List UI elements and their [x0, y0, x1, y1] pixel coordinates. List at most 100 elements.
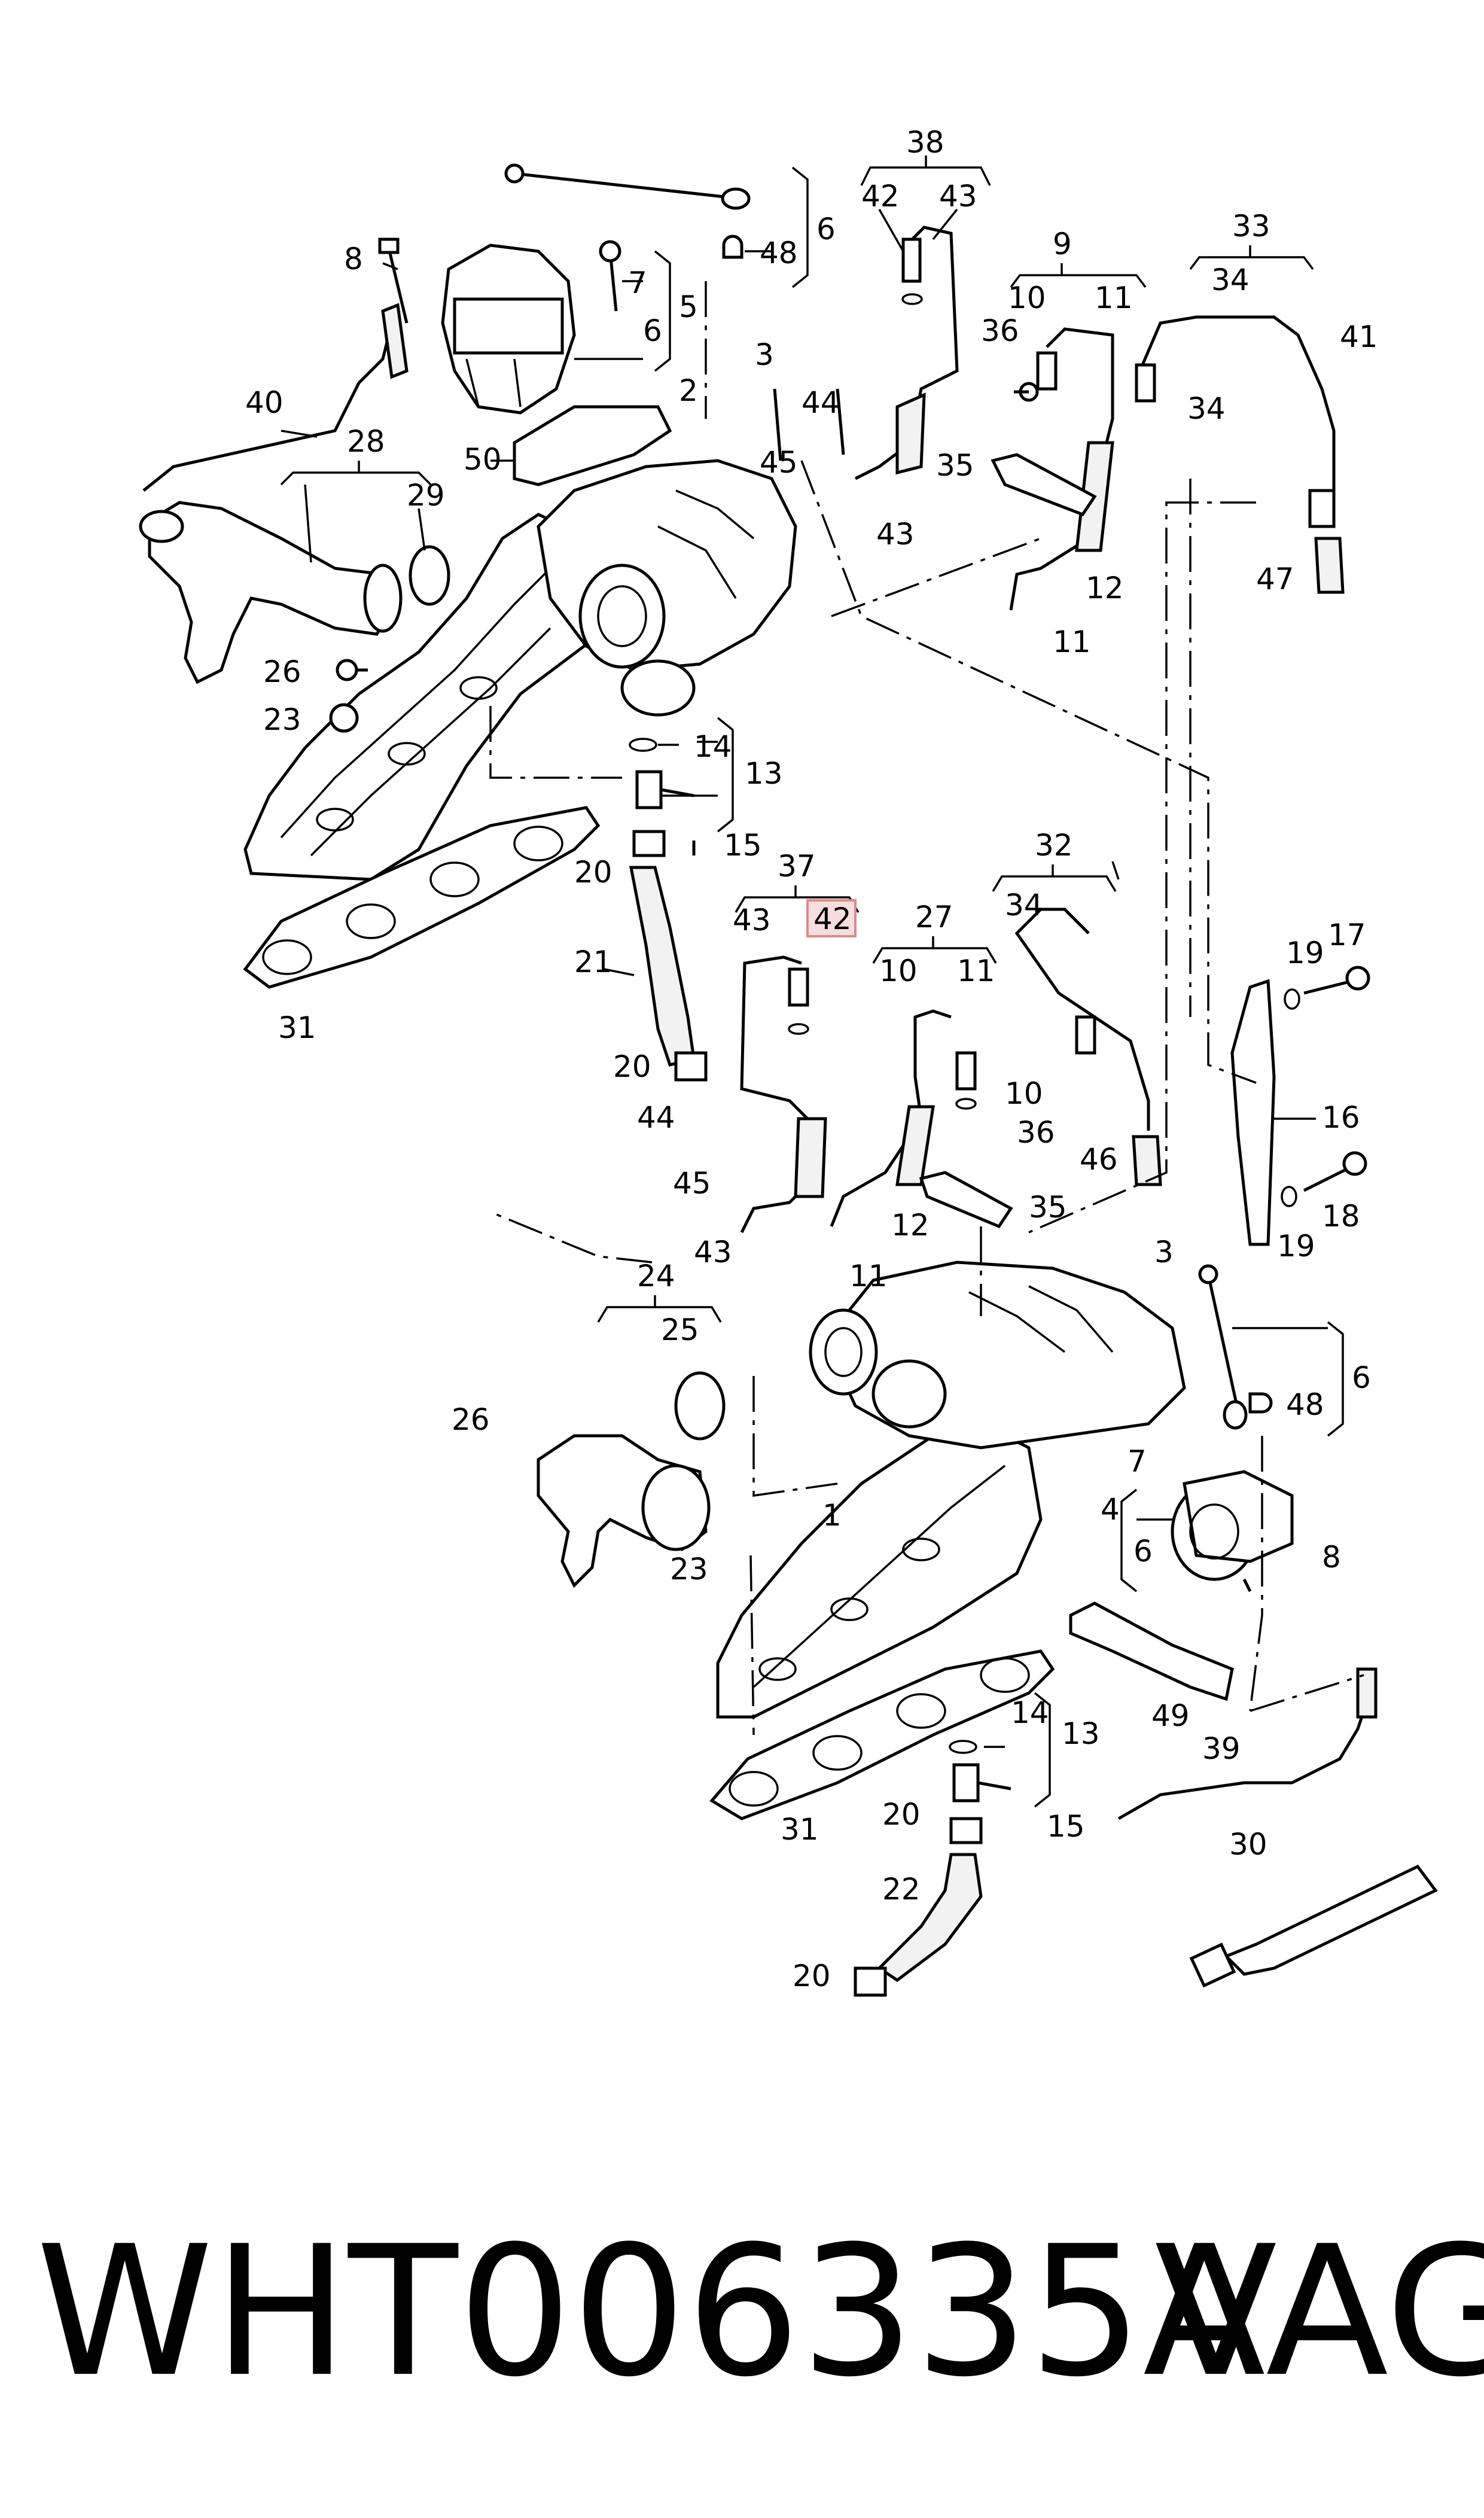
callout-16: 16 — [1322, 1100, 1360, 1135]
callout-6: 6 — [1352, 1360, 1371, 1395]
highlight-box-42 — [806, 899, 857, 937]
callout-40: 40 — [245, 385, 284, 420]
oil-line-37 — [740, 955, 827, 1234]
callout-6: 6 — [1133, 1534, 1153, 1569]
callout-42: 42 — [861, 179, 900, 214]
hose-22 — [877, 1853, 983, 1983]
bracket-49 — [1069, 1601, 1234, 1701]
control-rod-upper — [514, 172, 730, 199]
o-ring-29 — [409, 545, 450, 606]
o-ring-25 — [674, 1371, 726, 1441]
callout-50: 50 — [464, 442, 502, 477]
callout-14: 14 — [1011, 1695, 1049, 1730]
callout-26: 26 — [263, 654, 301, 689]
callout-45: 45 — [673, 1166, 711, 1201]
callout-2: 2 — [679, 373, 698, 408]
callout-48: 48 — [1286, 1387, 1324, 1422]
wastegate-actuator-upper — [441, 243, 576, 415]
callout-10: 10 — [1008, 281, 1046, 315]
callout-48: 48 — [760, 236, 798, 270]
rod-end-upper-a — [504, 163, 525, 184]
callout-15: 15 — [1047, 1809, 1085, 1844]
callout-31: 31 — [781, 1812, 819, 1847]
gasket-lower — [709, 1649, 1055, 1820]
hose-21 — [629, 866, 696, 1067]
gasket-upper — [243, 806, 601, 989]
footer: WHT006335A VAG — [0, 2213, 1484, 2411]
callout-5: 5 — [679, 290, 698, 324]
oil-line-38 — [854, 226, 959, 480]
clip-48-upper — [722, 235, 743, 259]
callout-11: 11 — [849, 1259, 888, 1293]
intake-elbow-upper — [139, 501, 403, 684]
callout-11: 11 — [1095, 281, 1133, 315]
bracket-35-lower — [919, 1171, 1013, 1229]
bolts-right — [1281, 966, 1370, 1207]
callout-12: 12 — [1086, 571, 1124, 605]
callout-9: 9 — [1053, 227, 1072, 261]
callout-20: 20 — [793, 1959, 831, 1993]
callout-43: 43 — [876, 517, 915, 552]
callout-4: 4 — [1101, 1492, 1120, 1527]
callout-36: 36 — [1017, 1115, 1055, 1150]
line-33 — [1135, 315, 1345, 594]
callout-33: 33 — [1232, 209, 1270, 243]
callout-8: 8 — [344, 242, 363, 276]
callout-34: 34 — [1187, 391, 1226, 426]
callout-49: 49 — [1151, 1698, 1190, 1733]
callout-3: 3 — [755, 337, 774, 372]
callout-37: 37 — [778, 849, 816, 884]
callout-36: 36 — [981, 313, 1019, 348]
callout-13: 13 — [745, 756, 783, 791]
clip-48-lower — [1248, 1392, 1273, 1414]
callout-34: 34 — [1005, 888, 1043, 922]
control-rod-lower — [1206, 1274, 1240, 1412]
callout-28: 28 — [347, 424, 385, 459]
callout-6: 6 — [816, 212, 836, 246]
callout-43: 43 — [694, 1235, 732, 1269]
rod-end-lower-a — [1198, 1264, 1218, 1284]
sealant-tube-30 — [1189, 1864, 1438, 1988]
callout-23: 23 — [263, 702, 301, 737]
line-32 — [1014, 908, 1162, 1186]
callout-22: 22 — [882, 1872, 921, 1907]
bracket-50 — [513, 405, 672, 486]
callout-47: 47 — [1256, 562, 1294, 596]
union-13-upper — [629, 738, 696, 857]
callout-19: 19 — [1277, 1229, 1315, 1263]
clamp-20-upper — [674, 1051, 708, 1082]
callout-13: 13 — [1062, 1716, 1100, 1751]
callout-10: 10 — [1005, 1076, 1043, 1111]
callout-17: 17 — [1328, 918, 1366, 952]
callout-14: 14 — [694, 729, 732, 764]
callout-29: 29 — [407, 478, 445, 513]
callout-7: 7 — [628, 266, 647, 300]
callout-26: 26 — [452, 1402, 490, 1437]
callout-19: 19 — [1286, 936, 1324, 970]
callout-46: 46 — [1080, 1142, 1118, 1177]
callout-15: 15 — [724, 828, 762, 863]
callout-44: 44 — [637, 1100, 675, 1135]
callout-31: 31 — [278, 1010, 316, 1045]
callout-35: 35 — [1029, 1190, 1067, 1225]
callout-8: 8 — [1322, 1540, 1341, 1575]
callout-25: 25 — [661, 1313, 699, 1347]
rod-end-upper-b — [721, 187, 751, 210]
bracket-16 — [1230, 979, 1276, 1246]
callout-27: 27 — [915, 900, 953, 934]
wastegate-actuator-lower — [1171, 1470, 1294, 1593]
reference-lines — [489, 281, 1364, 1735]
callout-12: 12 — [891, 1208, 930, 1243]
callout-3: 3 — [1154, 1235, 1174, 1269]
callout-45: 45 — [760, 445, 798, 480]
callout-7: 7 — [1128, 1444, 1147, 1479]
callout-43: 43 — [939, 179, 977, 214]
line-27 — [830, 1009, 977, 1227]
callout-42-highlighted: 42 — [813, 902, 852, 936]
callout-23: 23 — [670, 1552, 708, 1587]
rod-end-lower-b — [1223, 1400, 1248, 1430]
callout-34: 34 — [1211, 263, 1250, 297]
callout-41: 41 — [1340, 319, 1378, 354]
callout-1: 1 — [822, 1498, 842, 1533]
